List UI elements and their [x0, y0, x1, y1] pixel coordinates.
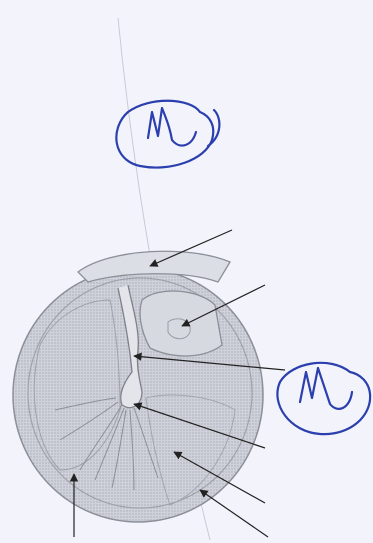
right-handwritten-mark	[277, 363, 370, 434]
upper-right-compartment	[140, 291, 222, 356]
leader-capsule	[200, 490, 268, 537]
